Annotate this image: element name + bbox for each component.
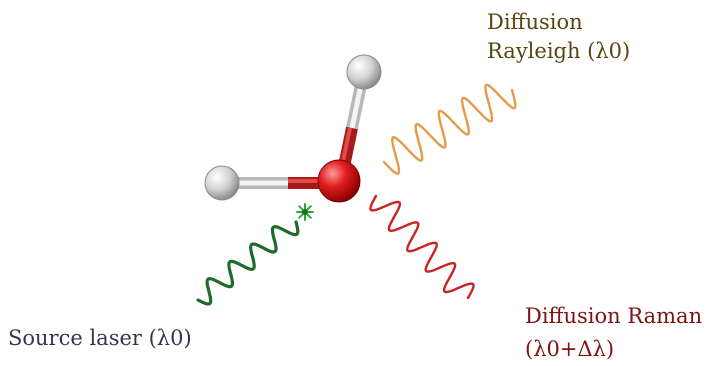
raman-label-line1: Diffusion Raman xyxy=(525,304,703,328)
rayleigh-label-line1: Diffusion xyxy=(487,10,583,34)
rayleigh-label-line2: Rayleigh (λ0) xyxy=(487,39,631,63)
impact-star-core xyxy=(302,209,308,215)
rayleigh-scattered-wave xyxy=(382,83,517,175)
raman-label-line2: (λ0+Δλ) xyxy=(525,337,615,361)
source-laser-label: Source laser (λ0) xyxy=(8,326,192,350)
source-laser-wave xyxy=(196,220,300,306)
hydrogen-atom-left xyxy=(204,165,240,201)
raman-scattered-wave xyxy=(369,194,475,300)
laser-impact-star xyxy=(296,203,314,221)
hydrogen-atom-top xyxy=(346,54,382,90)
oxygen-atom xyxy=(317,159,361,203)
